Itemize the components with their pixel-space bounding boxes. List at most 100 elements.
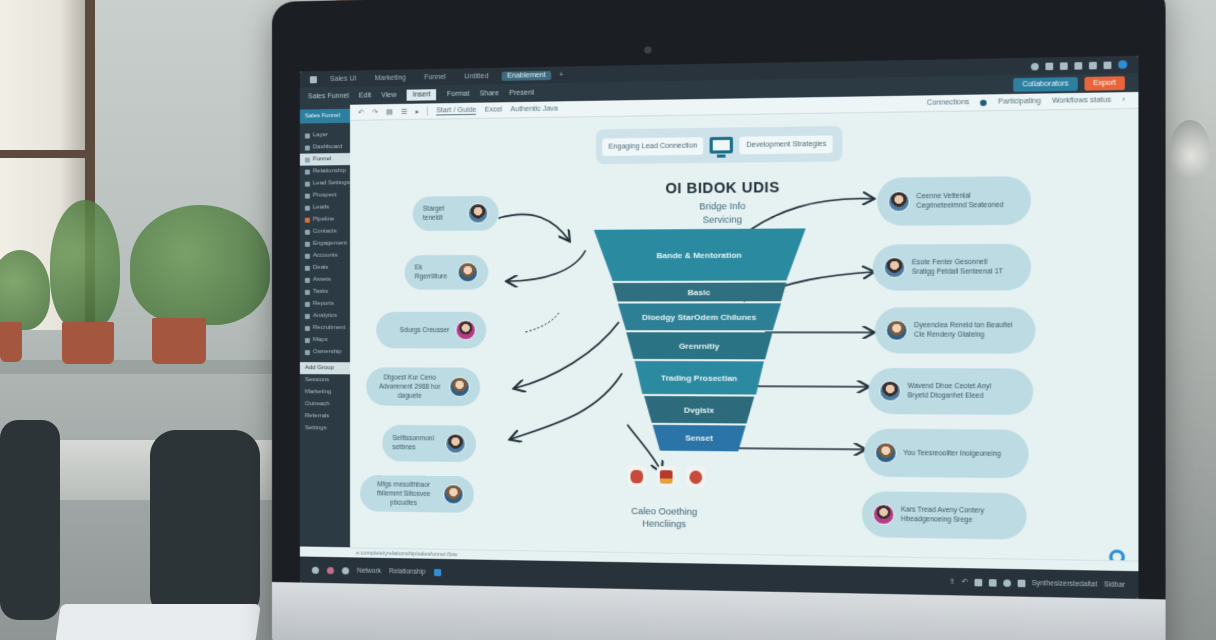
- lock-icon[interactable]: [1088, 61, 1097, 69]
- start-icon[interactable]: [311, 566, 319, 574]
- left-contact-bubble[interactable]: Selttssonmonl setbnes: [382, 424, 476, 463]
- monitor-icon[interactable]: [1103, 61, 1112, 69]
- circle-icon[interactable]: [1030, 62, 1039, 70]
- new-tab-icon[interactable]: +: [559, 71, 564, 79]
- menu-item-active[interactable]: Insert: [406, 88, 437, 101]
- sidebar-item[interactable]: Deals: [300, 262, 350, 274]
- funnel-stage[interactable]: Dvgisix: [644, 396, 754, 424]
- collaborators-button[interactable]: Collaborators: [1013, 76, 1078, 92]
- sidebar-item[interactable]: Lead Settings: [300, 177, 350, 190]
- left-contact-bubble[interactable]: Mfgs rnesolthbaor fbllemmt Siltosvee pbc…: [360, 475, 474, 513]
- menu-item[interactable]: Format: [446, 90, 470, 98]
- connections-label[interactable]: Connections: [926, 98, 970, 107]
- funnel-stage[interactable]: Bande & Mentoration: [594, 228, 806, 281]
- user-icon[interactable]: [1118, 60, 1128, 69]
- export-button[interactable]: Export: [1084, 75, 1125, 91]
- status-path: e.completelyrelationship/salesfunnel.flo…: [356, 549, 458, 558]
- sidebar-item[interactable]: Prospect: [300, 189, 350, 202]
- sidebar-item[interactable]: Relationship: [300, 165, 350, 178]
- funnel-stage[interactable]: Dioedgy StarOdem Chilunes: [618, 303, 781, 330]
- taskbar-item[interactable]: Network: [357, 567, 382, 575]
- badge-icon[interactable]: [686, 466, 706, 488]
- pen-icon[interactable]: [1074, 61, 1083, 70]
- align-icon[interactable]: ☰: [400, 108, 408, 116]
- title-tab[interactable]: Sales UI: [329, 74, 357, 83]
- title-tab[interactable]: Marketing: [374, 74, 406, 82]
- sidebar-item[interactable]: Assets: [300, 274, 350, 286]
- workflow-status-label[interactable]: Workflows status: [1051, 96, 1112, 105]
- redo-icon[interactable]: ↷: [372, 108, 379, 116]
- title-tab[interactable]: Untitled: [464, 72, 489, 81]
- sidebar-item[interactable]: Leads: [300, 201, 350, 213]
- sidebar-item[interactable]: Layer: [300, 129, 350, 142]
- chevron-right-icon[interactable]: ›: [1122, 96, 1125, 104]
- sidebar-item[interactable]: Outreach: [300, 398, 350, 410]
- participating-label[interactable]: Participating: [998, 97, 1041, 106]
- left-contact-bubble[interactable]: Ek Rgerrlitiure: [404, 254, 489, 290]
- sidebar-item[interactable]: Tasks: [300, 286, 350, 298]
- toolbar-link[interactable]: Start / Guide: [436, 106, 477, 115]
- undo-icon[interactable]: ↶: [358, 109, 365, 117]
- menu-item[interactable]: Sales Funnel: [307, 92, 349, 100]
- title-tab[interactable]: Funnel: [424, 73, 446, 81]
- sidebar-item[interactable]: Dashboard: [300, 141, 350, 154]
- sidebar-item[interactable]: Settings: [300, 422, 350, 434]
- funnel-stage[interactable]: Trading Prosectian: [635, 361, 764, 395]
- sidebar-item[interactable]: Recruitment: [300, 322, 350, 334]
- header-right-label[interactable]: Development Strategies: [739, 134, 833, 154]
- folder-icon[interactable]: [974, 578, 982, 586]
- add-group-button[interactable]: Add Group: [299, 362, 351, 375]
- header-card[interactable]: Engaging Lead Connection Development Str…: [595, 125, 843, 165]
- sidebar-item[interactable]: Maps: [300, 334, 350, 346]
- sidebar-item[interactable]: Accounts: [300, 250, 350, 262]
- sidebar-item[interactable]: Sessions: [300, 374, 350, 386]
- title-tab-active[interactable]: Enablement: [502, 70, 551, 81]
- taskbar-item[interactable]: Relationship: [389, 567, 426, 576]
- toolbar-link[interactable]: Excel: [484, 106, 503, 114]
- header-left-label[interactable]: Engaging Lead Connection: [602, 136, 704, 156]
- funnel-stage[interactable]: Grenrnitiy: [626, 332, 772, 359]
- menu-item[interactable]: Present: [509, 89, 535, 97]
- left-contact-bubble[interactable]: Starget teneldt: [412, 195, 499, 232]
- sidebar-item-label: Deals: [312, 264, 329, 271]
- browser-icon[interactable]: [433, 568, 441, 576]
- grid-icon[interactable]: [1045, 62, 1054, 70]
- sidebar-item[interactable]: Engagement: [300, 238, 350, 250]
- funnel-stage[interactable]: Senset: [653, 425, 746, 452]
- settings-icon[interactable]: [1002, 578, 1011, 587]
- toolbar-link[interactable]: Authentic Java: [510, 105, 558, 114]
- sidebar-item[interactable]: Referrals: [300, 410, 350, 422]
- upload-icon[interactable]: ⇧: [948, 578, 955, 586]
- menu-item[interactable]: Share: [479, 89, 499, 98]
- sidebar-item[interactable]: Ownership: [300, 346, 350, 358]
- sidebar-item-active[interactable]: Funnel: [299, 153, 351, 166]
- app-icon[interactable]: [341, 566, 350, 574]
- undo-icon[interactable]: ↶: [961, 578, 968, 587]
- funnel-stage[interactable]: Basic: [613, 283, 787, 302]
- sidebar-brand[interactable]: Sales Funnel: [299, 108, 351, 124]
- left-contact-bubble[interactable]: Sdurgs Creusser: [376, 311, 487, 349]
- format-icon[interactable]: ▤: [386, 108, 393, 116]
- app-icon[interactable]: [326, 566, 334, 574]
- sidebar-item[interactable]: Contacts: [300, 225, 350, 237]
- chat-icon[interactable]: [988, 578, 997, 587]
- menu-item[interactable]: Edit: [358, 91, 372, 100]
- document-icon[interactable]: [1017, 579, 1026, 587]
- sidebar-item[interactable]: Analytics: [300, 310, 350, 322]
- badge-icon[interactable]: [656, 466, 676, 487]
- left-contact-bubble[interactable]: Dtgoest Kur Ceno Advarenent 2988 hor dag…: [366, 367, 481, 407]
- badge-icon[interactable]: [627, 465, 647, 487]
- link-icon[interactable]: ▸: [415, 108, 419, 116]
- sidebar-item[interactable]: Pipeline: [300, 213, 350, 225]
- sidebar-item[interactable]: Marketing: [300, 386, 350, 398]
- menu-item[interactable]: View: [381, 91, 397, 99]
- share-icon[interactable]: [1059, 61, 1068, 70]
- right-contact-bubble[interactable]: You Teesreooliter Inolgeoneing: [864, 428, 1029, 479]
- sidebar-item[interactable]: Reports: [300, 298, 350, 310]
- diagram-canvas[interactable]: Engaging Lead Connection Development Str…: [350, 109, 1138, 561]
